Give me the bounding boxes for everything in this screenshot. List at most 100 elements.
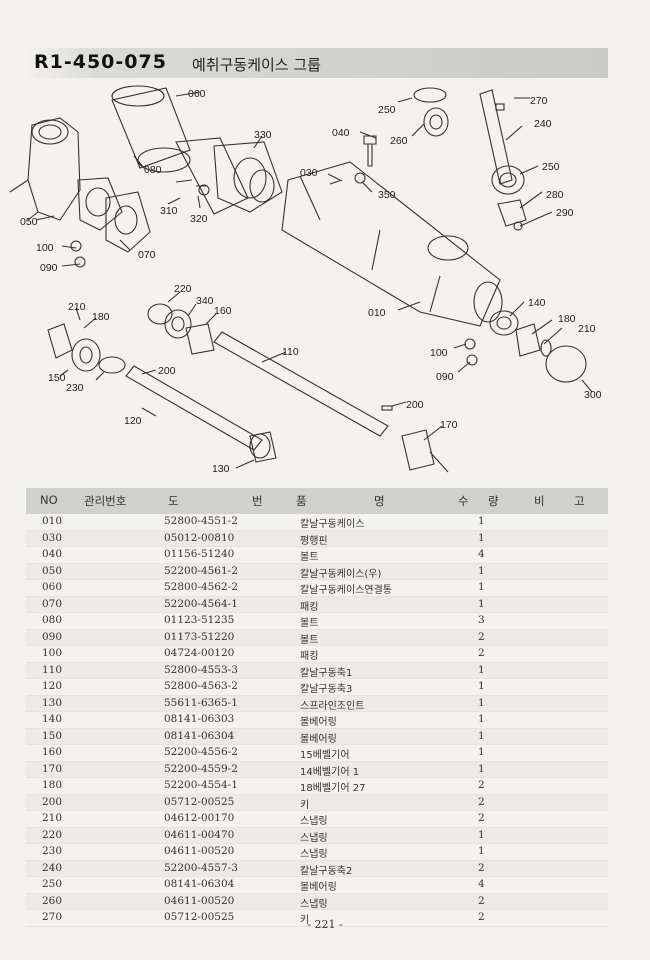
row-part-name: 칼날구동케이스(우) xyxy=(300,568,382,580)
row-quantity: 1 xyxy=(478,762,485,775)
row-quantity: 1 xyxy=(478,729,485,742)
row-quantity: 1 xyxy=(478,564,485,577)
row-part-number: 52800-4551-2 xyxy=(164,515,238,527)
row-no: 070 xyxy=(42,597,63,610)
callout-320: 320 xyxy=(190,213,208,225)
title-bar: R1-450-075 예취구동케이스 그룹 xyxy=(26,48,608,78)
header-no: NO xyxy=(40,493,58,507)
table-row: 220 04611-00470 스냅링 1 xyxy=(26,827,608,844)
row-part-number: 04611-00470 xyxy=(164,828,235,841)
callout-180b: 180 xyxy=(558,313,576,325)
callout-060: 060 xyxy=(188,88,206,100)
gear-280 xyxy=(497,199,527,227)
row-part-name: 패킹 xyxy=(300,601,319,613)
row-part-number: 08141-06304 xyxy=(164,729,235,742)
callout-250b: 250 xyxy=(542,161,560,173)
shaft-120 xyxy=(125,365,263,451)
row-part-name: 스프라인조인트 xyxy=(300,700,365,712)
row-quantity: 1 xyxy=(478,680,485,692)
row-no: 170 xyxy=(42,762,63,775)
callout-070: 070 xyxy=(138,249,156,261)
row-quantity: 2 xyxy=(478,779,485,791)
row-no: 100 xyxy=(42,647,63,659)
row-no: 220 xyxy=(42,828,63,841)
callout-270: 270 xyxy=(530,95,548,107)
callout-140: 140 xyxy=(528,297,546,309)
row-part-number: 01156-51240 xyxy=(164,548,235,560)
row-quantity: 1 xyxy=(478,828,485,841)
row-part-name: 볼트 xyxy=(300,552,319,563)
row-part-number: 08141-06303 xyxy=(164,713,235,725)
callout-260: 260 xyxy=(390,135,408,147)
callout-280: 280 xyxy=(546,189,564,201)
main-drive-case xyxy=(281,161,501,327)
row-part-number: 04612-00170 xyxy=(164,812,235,824)
row-quantity: 1 xyxy=(478,597,485,610)
callout-090b: 090 xyxy=(436,371,454,383)
callout-290: 290 xyxy=(556,207,574,219)
row-part-name: 15베벨기어 xyxy=(300,750,350,761)
row-part-name: 볼베어링 xyxy=(300,733,337,745)
row-part-number: 55611-6365-1 xyxy=(164,696,238,709)
shaft-110 xyxy=(213,331,389,437)
row-quantity: 1 xyxy=(478,515,485,527)
row-quantity: 1 xyxy=(478,696,485,709)
row-part-number: 04724-00120 xyxy=(164,647,235,659)
callout-330: 330 xyxy=(254,129,272,141)
row-quantity: 2 xyxy=(478,630,485,643)
exploded-parts-diagram: 060 080 330 310 320 050 100 090 070 040 … xyxy=(9,85,602,475)
row-part-name: 칼날구동케이스연결통 xyxy=(300,585,392,596)
row-no: 090 xyxy=(42,630,63,643)
callout-300: 300 xyxy=(584,389,602,401)
row-no: 250 xyxy=(42,878,63,890)
row-quantity: 1 xyxy=(478,746,485,758)
row-part-name: 스냅링 xyxy=(300,816,328,827)
row-quantity: 2 xyxy=(478,812,485,824)
row-part-name: 스냅링 xyxy=(300,832,328,844)
callout-210b: 210 xyxy=(578,323,596,335)
row-quantity: 1 xyxy=(478,531,485,544)
row-no: 040 xyxy=(42,548,63,560)
row-quantity: 1 xyxy=(478,581,485,593)
table-header: NO 관리번호 도 번 품 명 수 량 비 고 xyxy=(26,488,608,514)
row-part-name: 칼날구동케이스 xyxy=(300,519,365,530)
row-part-number: 52200-4556-2 xyxy=(164,746,238,758)
row-no: 140 xyxy=(42,713,63,725)
header-pum: 품 xyxy=(296,494,307,508)
row-quantity: 2 xyxy=(478,647,485,659)
header-mgmt: 관리번호 xyxy=(84,494,127,508)
callout-150: 150 xyxy=(48,372,66,384)
row-no: 060 xyxy=(42,581,63,593)
row-part-number: 52800-4553-3 xyxy=(164,663,238,676)
row-part-name: 14베벨기어 1 xyxy=(300,766,360,778)
row-quantity: 4 xyxy=(478,878,485,890)
row-quantity: 2 xyxy=(478,861,485,874)
row-no: 260 xyxy=(42,894,63,907)
callout-110: 110 xyxy=(282,346,299,358)
row-part-name: 키 xyxy=(300,915,310,926)
gear-170 xyxy=(401,429,435,471)
row-quantity: 3 xyxy=(478,614,485,626)
row-part-name: 스냅링 xyxy=(300,898,328,910)
packing-flange xyxy=(77,177,123,231)
callout-080: 080 xyxy=(144,164,162,176)
header-su: 수 xyxy=(458,494,469,508)
callout-210a: 210 xyxy=(68,301,86,313)
row-part-number: 52200-4554-1 xyxy=(164,779,238,791)
callout-250a: 250 xyxy=(378,104,396,116)
callout-100a: 100 xyxy=(36,242,54,254)
